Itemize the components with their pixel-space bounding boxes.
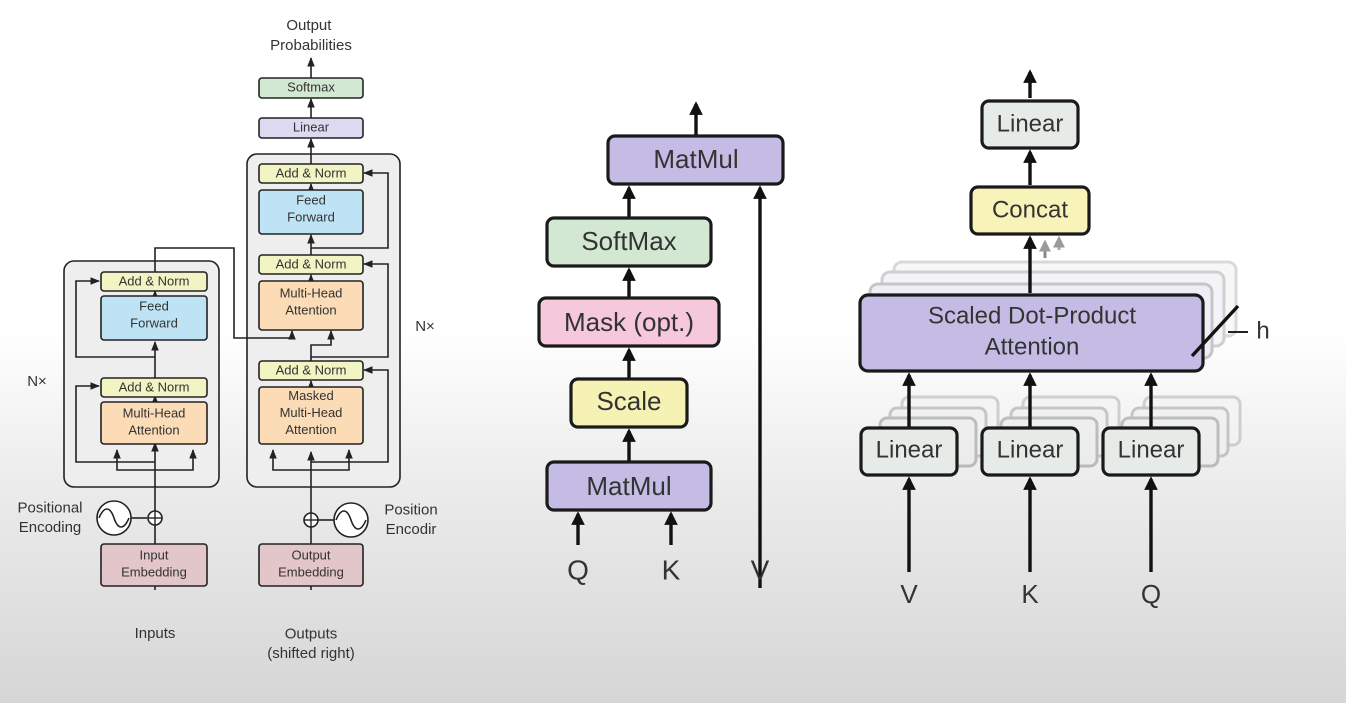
mh-concat-label: Concat [992, 196, 1068, 223]
sdp-scale [569, 377, 689, 429]
decoder-feed-forward [258, 189, 364, 235]
mh-h-label: h [1256, 317, 1269, 344]
encoder-connections [75, 247, 296, 590]
decoder-add-norm-1-label: Add & Norm [276, 362, 347, 377]
input-embedding-block [100, 543, 208, 587]
mh-k-label: K [1021, 579, 1039, 609]
mh-linear-v-label: Linear [876, 436, 943, 463]
mh-v-label: V [900, 579, 918, 609]
sdp-q-label: Q [567, 554, 589, 585]
decoder-masked-attention [258, 386, 364, 445]
mh-q-label: Q [1141, 579, 1161, 609]
decoder-add-norm-2-label: Add & Norm [276, 256, 347, 271]
sdp-matmul-top [606, 134, 785, 186]
decoder-add-norm-3-label: Add & Norm [276, 165, 347, 180]
encoder-add-norm-1 [100, 377, 208, 398]
encoder-stack [63, 260, 220, 488]
encoder-multi-head-attention [100, 401, 208, 445]
mh-concat [969, 185, 1091, 236]
encoder-nx-label: N× [27, 373, 47, 390]
sdp-softmax [545, 216, 713, 268]
decoder-add-norm-2 [258, 254, 364, 275]
sdp-v-label: V [751, 554, 770, 585]
encoder-feed-forward [100, 295, 208, 341]
decoder-positional-encoding [303, 502, 369, 538]
mh-linear-k [980, 426, 1080, 477]
mh-linear-top-label: Linear [997, 110, 1064, 137]
decoder-nx-label: N× [415, 318, 435, 335]
sdp-scale-label: Scale [596, 386, 661, 416]
mh-linear-top [980, 99, 1080, 150]
softmax-label: Softmax [287, 79, 335, 94]
sdp-mask [537, 296, 721, 348]
decoder-add-norm-3 [258, 163, 364, 184]
decoder-multi-head-attention [258, 280, 364, 331]
output-embedding-block [258, 543, 364, 587]
linear-block [258, 117, 364, 139]
encoder-positional-encoding [96, 500, 163, 536]
output-probabilities-label: Output Probabilities [270, 17, 352, 54]
linear-label: Linear [293, 119, 330, 134]
softmax-block [258, 77, 364, 99]
inputs-label: Inputs [135, 625, 176, 642]
mh-linear-k-label: Linear [997, 436, 1064, 463]
sdp-k-label: K [662, 554, 681, 585]
sdp-matmul-bottom [545, 460, 713, 512]
mh-linear-q-label: Linear [1118, 436, 1185, 463]
encoder-add-norm-1-label: Add & Norm [119, 379, 190, 394]
encoder-add-norm-2-label: Add & Norm [119, 273, 190, 288]
sdp-softmax-label: SoftMax [581, 226, 676, 256]
mh-sdpa [858, 293, 1205, 373]
outputs-label: Outputs(shifted right) [267, 625, 355, 662]
mh-linear-v [859, 426, 959, 477]
mh-linear-q [1101, 426, 1201, 477]
decoder-add-norm-1 [258, 360, 364, 381]
encoder-add-norm-2 [100, 271, 208, 292]
transformer-architecture: Output Probabilities Softmax Linear Add … [17, 17, 437, 662]
sdp-matmul-bottom-label: MatMul [586, 471, 671, 501]
scaled-dot-product-attention: MatMul SoftMax Mask (opt.) Scale MatMul … [537, 101, 785, 588]
sdp-mask-label: Mask (opt.) [564, 307, 694, 337]
sdp-matmul-top-label: MatMul [653, 144, 738, 174]
